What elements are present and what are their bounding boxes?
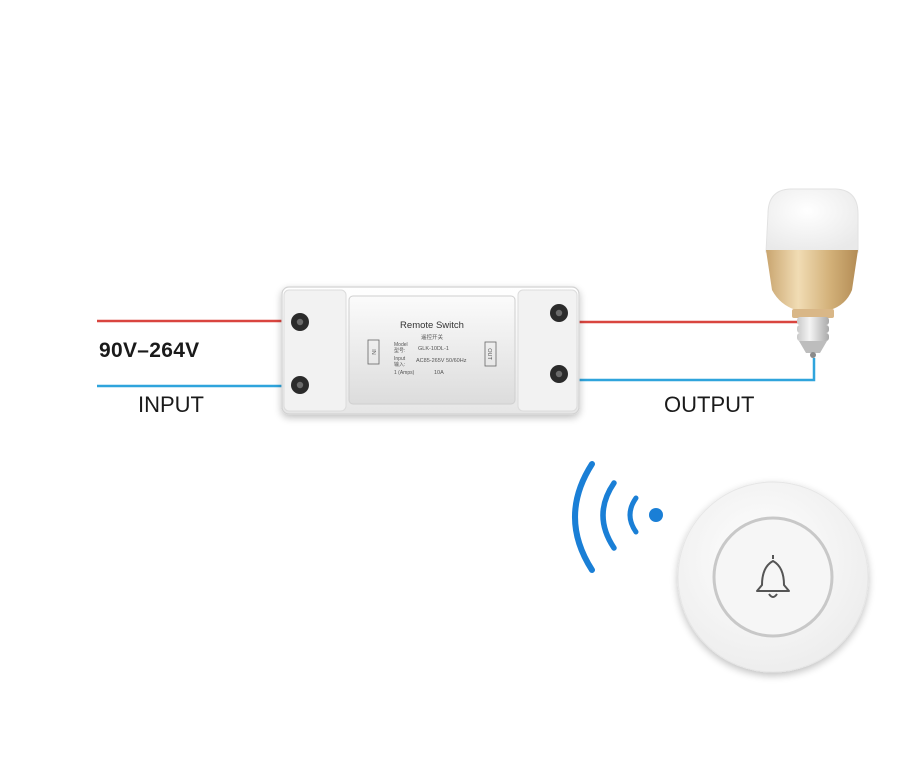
signal-wave-small [627,495,639,535]
signal-wave-large [572,461,595,573]
model-label: Model [394,342,408,348]
remote-switch-device [281,286,580,415]
signal-wave-medium [600,480,617,551]
wires [97,319,816,388]
input-spec-label: Input [394,356,406,362]
terminal-screws [291,304,568,394]
voltage-range-label: 90V–264V [99,339,200,362]
device-title: Remote Switch [400,320,464,331]
power-value: 10A [434,370,444,376]
right-terminal-label: OUT [486,348,492,360]
left-terminal-label: IN [370,349,376,355]
device-label: Remote Switch 遥控开关 Model 型号: GLK-10DL-1 … [367,320,497,376]
input-spec-label-cn: 输入: [394,361,405,368]
device-title-cn: 遥控开关 [421,333,444,341]
power-label: 1 (Amps) [394,370,415,376]
light-bulb-icon [765,188,859,358]
bulb-screw-base [797,317,829,358]
wireless-signal-icon [572,461,663,573]
model-value: GLK-10DL-1 [418,346,449,352]
signal-dot [649,508,663,522]
wireless-remote-button [677,481,869,673]
model-label-cn: 型号: [394,347,405,354]
output-neutral-wire [578,358,816,382]
output-label: OUTPUT [664,392,755,417]
input-spec-value: AC85-265V 50/60Hz [416,358,467,364]
bell-icon [756,555,790,598]
input-label: INPUT [138,392,204,417]
